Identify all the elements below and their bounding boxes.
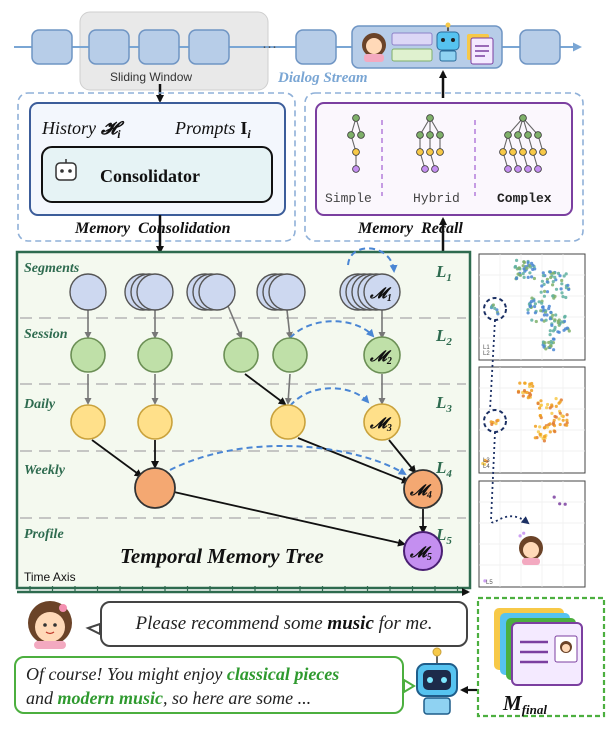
stream-box (188, 29, 230, 65)
final-memory-label: Mfinal (502, 691, 547, 717)
level-label-daily: Daily (23, 397, 56, 412)
user-message-text: Please recommend some (135, 613, 328, 634)
session-node (137, 337, 173, 373)
level-tag-l1: L1 (435, 262, 452, 284)
assistant-message-text: Of course! You might enjoy (26, 664, 227, 684)
stream-box (31, 29, 73, 65)
session-node (272, 337, 308, 373)
final-memory-panel: Mfinal (476, 596, 606, 718)
stream-ellipsis: ··· (262, 38, 277, 55)
assistant-message-keyword: classical pieces (226, 664, 340, 684)
segment-node (136, 273, 174, 311)
scatter-panel-3 (478, 480, 586, 588)
temporal-memory-tree: Segments Session Daily Weekly Profile L1… (15, 247, 472, 596)
level-tag-l3: L3 (435, 393, 452, 415)
assistant-message-keyword: modern music (57, 688, 164, 708)
scatter-label: L1 (483, 345, 490, 351)
level-tag-l4: L4 (435, 458, 452, 480)
recall-mode-simple: Simple (325, 191, 372, 206)
memory-node-m2 (363, 336, 401, 374)
message-bar-icon (391, 48, 433, 62)
consolidator-box (41, 146, 273, 203)
level-label-profile: Profile (24, 527, 64, 542)
daily-node (270, 404, 306, 440)
memory-node-m2-label: 𝓜2 (369, 349, 392, 367)
segment-node (363, 273, 401, 311)
recall-tree-icons (347, 114, 547, 173)
weekly-node (134, 467, 176, 509)
stream-box (138, 29, 180, 65)
memory-consolidation-label: Memory Consolidation (74, 220, 231, 237)
scatter-label: L3 (483, 458, 490, 464)
stream-box (295, 29, 337, 65)
memory-recall-panel: Simple Hybrid Complex Memory Recall (304, 92, 584, 242)
assistant-message-text: , so here are some ... (163, 688, 312, 708)
recall-mode-complex: Complex (497, 191, 552, 206)
memory-node-m4 (403, 469, 443, 509)
dialog-stream: ··· Sliding Window Dialog Stream (14, 11, 582, 91)
level-tag-l2: L2 (435, 326, 452, 348)
segment-node (69, 273, 107, 311)
stacked-memory-documents-icon (494, 608, 583, 686)
trajectory-arrow (489, 319, 528, 523)
user-message-keyword: music (327, 613, 374, 634)
recall-mode-hybrid: Hybrid (413, 191, 460, 206)
time-axis-label: Time Axis (24, 570, 76, 584)
segment-stacks: 𝓜1 (69, 273, 401, 311)
segment-node (198, 273, 236, 311)
user-message-text: for me. (373, 613, 433, 634)
user-avatar-large-icon (28, 601, 72, 649)
assistant-message-text: and (26, 688, 58, 708)
robot-head-icon (55, 159, 77, 181)
session-node (70, 337, 106, 373)
stream-box (519, 29, 561, 65)
memory-recall-label: Memory Recall (357, 220, 463, 237)
message-bar-icon (391, 32, 433, 46)
dialog-stream-label: Dialog Stream (277, 70, 368, 86)
sliding-window-label: Sliding Window (110, 70, 192, 84)
memory-node-m3-label: 𝓜3 (369, 416, 392, 434)
session-node (223, 337, 259, 373)
memory-node-m3 (363, 403, 401, 441)
segment-node (268, 273, 306, 311)
robot-icon (436, 22, 460, 62)
daily-node (137, 404, 173, 440)
assistant-robot-icon (416, 647, 458, 715)
memory-node-m4-label: 𝓜4 (409, 483, 432, 501)
embedding-scatter-panels: L1 L2 L3 L4 L5 (478, 253, 586, 588)
memory-document-icon (467, 34, 494, 65)
level-tag-l5: L5 (435, 525, 452, 547)
user-avatar-icon (362, 33, 386, 62)
assistant-bubble-tail (403, 678, 416, 694)
memory-node-m5 (403, 531, 443, 571)
memory-node-m5-label: 𝓜5 (409, 545, 432, 563)
daily-node (70, 404, 106, 440)
consolidator-label: Consolidator (100, 166, 200, 186)
user-bubble-tail (85, 622, 101, 636)
user-message-bubble: Please recommend some music for me. (100, 601, 468, 647)
scatter-label: L4 (483, 464, 490, 470)
level-label-segments: Segments (24, 261, 80, 276)
level-label-session: Session (24, 327, 68, 342)
current-dialog-box (351, 25, 503, 69)
assistant-message-bubble: Of course! You might enjoy classical pie… (14, 656, 404, 714)
memory-node-m1-label: 𝓜1 (369, 286, 392, 304)
profile-avatar-icon (519, 536, 543, 565)
level-label-weekly: Weekly (24, 463, 66, 478)
stream-box (88, 29, 130, 65)
tree-title: Temporal Memory Tree (120, 544, 324, 568)
scatter-label: L5 (486, 580, 493, 586)
scatter-label: L2 (483, 351, 490, 357)
